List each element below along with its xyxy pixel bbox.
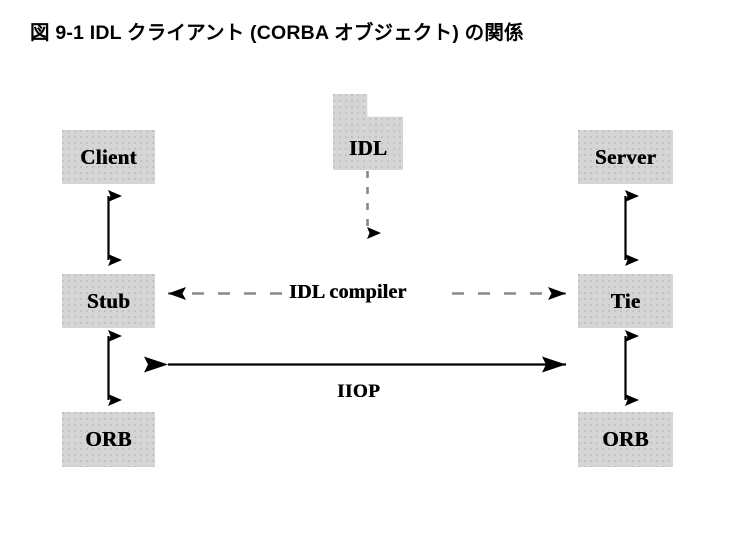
node-server[interactable]: Server — [578, 130, 673, 184]
node-client[interactable]: Client — [62, 130, 155, 184]
edge-label-idl-compiler: IDL compiler — [289, 281, 407, 303]
node-orb-left[interactable]: ORB — [62, 412, 155, 467]
node-tie[interactable]: Tie — [578, 274, 673, 328]
node-stub[interactable]: Stub — [62, 274, 155, 328]
page-title: 図 9-1 IDL クライアント (CORBA オブジェクト) の関係 — [30, 22, 524, 44]
block-diagram: (dashed vertical down to IDL compiler) -… — [0, 70, 746, 510]
node-orb-right[interactable]: ORB — [578, 412, 673, 467]
node-idl[interactable]: IDL — [333, 94, 403, 170]
edge-label-iiop: IIOP — [337, 381, 381, 402]
